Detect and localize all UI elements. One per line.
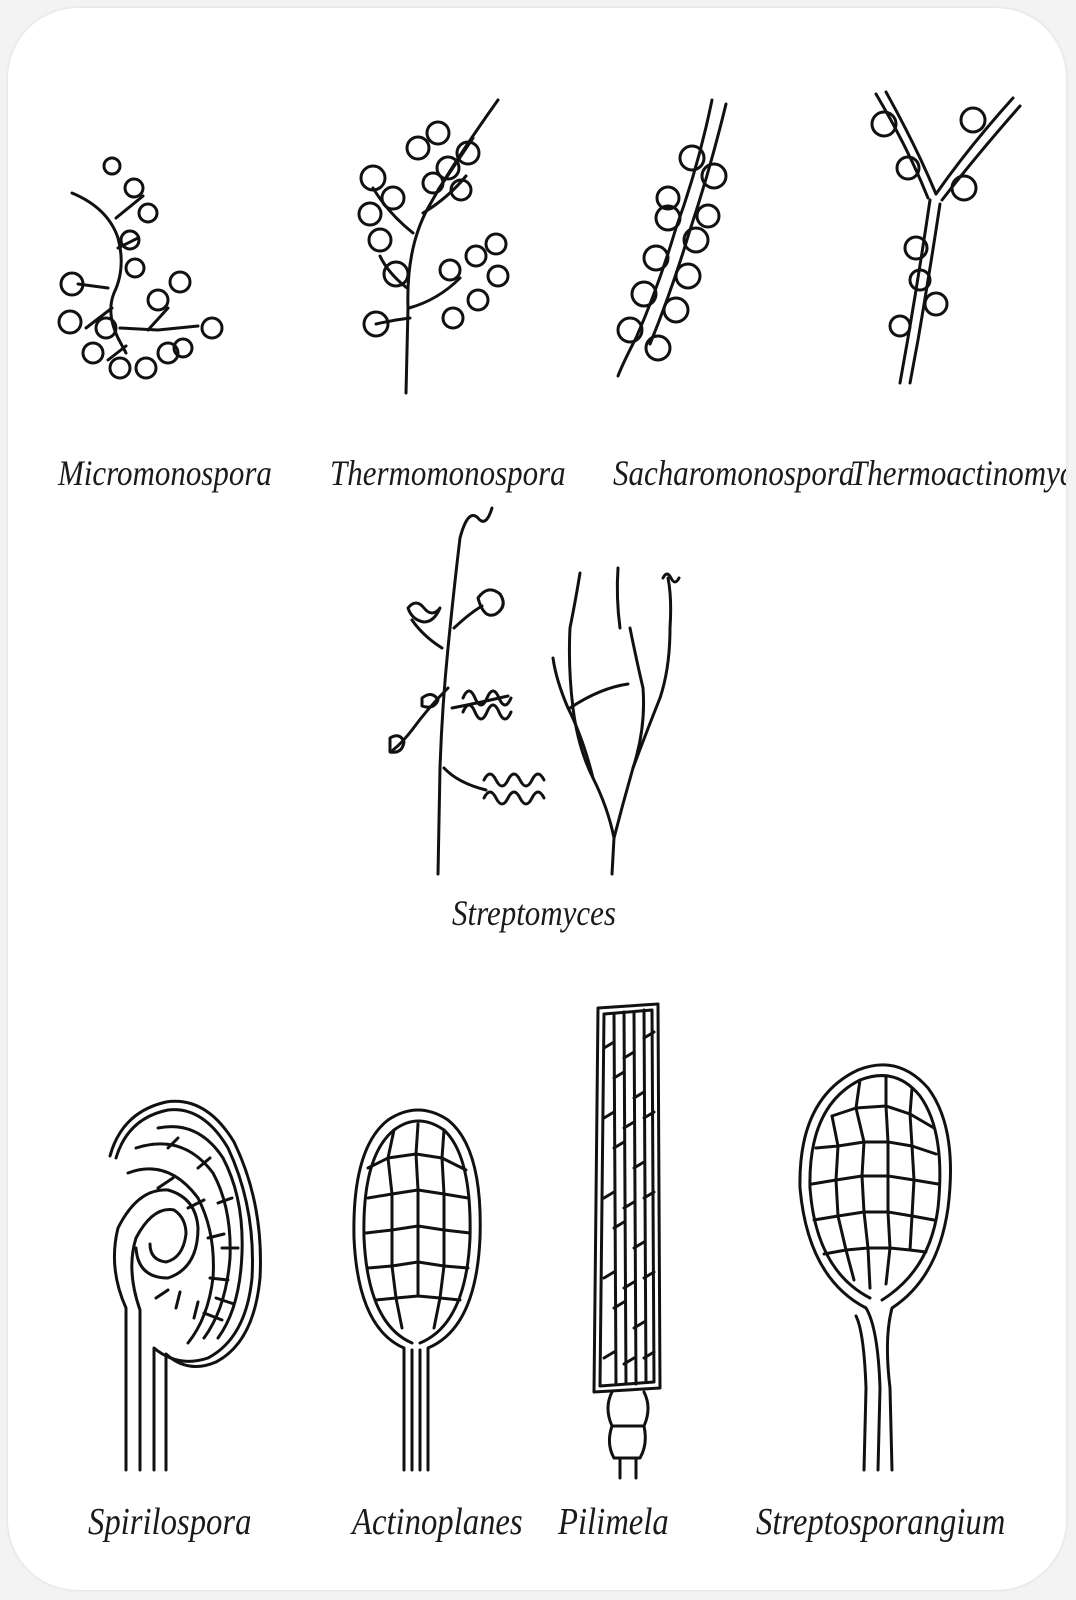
spirilospora-label: Spirilospora	[88, 1500, 251, 1544]
sacharomonospora-label: Sacharomonospora	[613, 452, 854, 494]
thermomonospora-label: Thermomonospora	[330, 452, 566, 494]
figure-panel: Micromonospora Thermomonospora Sacharomo…	[8, 8, 1066, 1590]
pilimela-illustration	[594, 1004, 660, 1478]
thermoactinomyces-label: Thermoactinomyces	[850, 452, 1066, 494]
micromonospora-illustration	[59, 158, 222, 378]
pilimela-label: Pilimela	[558, 1500, 669, 1544]
actinoplanes-label: Actinoplanes	[352, 1500, 523, 1544]
micromonospora-label: Micromonospora	[58, 452, 272, 494]
streptomyces-label: Streptomyces	[452, 892, 616, 934]
sacharomonospora-illustration	[618, 100, 726, 376]
actinoplanes-illustration	[354, 1110, 480, 1470]
streptosporangium-illustration	[800, 1065, 951, 1470]
streptosporangium-label: Streptosporangium	[756, 1500, 1005, 1544]
thermomonospora-illustration	[359, 100, 508, 393]
spirilospora-illustration	[110, 1101, 260, 1470]
actinomycetes-morphology-drawing	[8, 8, 1066, 1590]
thermoactinomyces-illustration	[872, 92, 1020, 383]
streptomyces-illustration	[390, 508, 679, 874]
